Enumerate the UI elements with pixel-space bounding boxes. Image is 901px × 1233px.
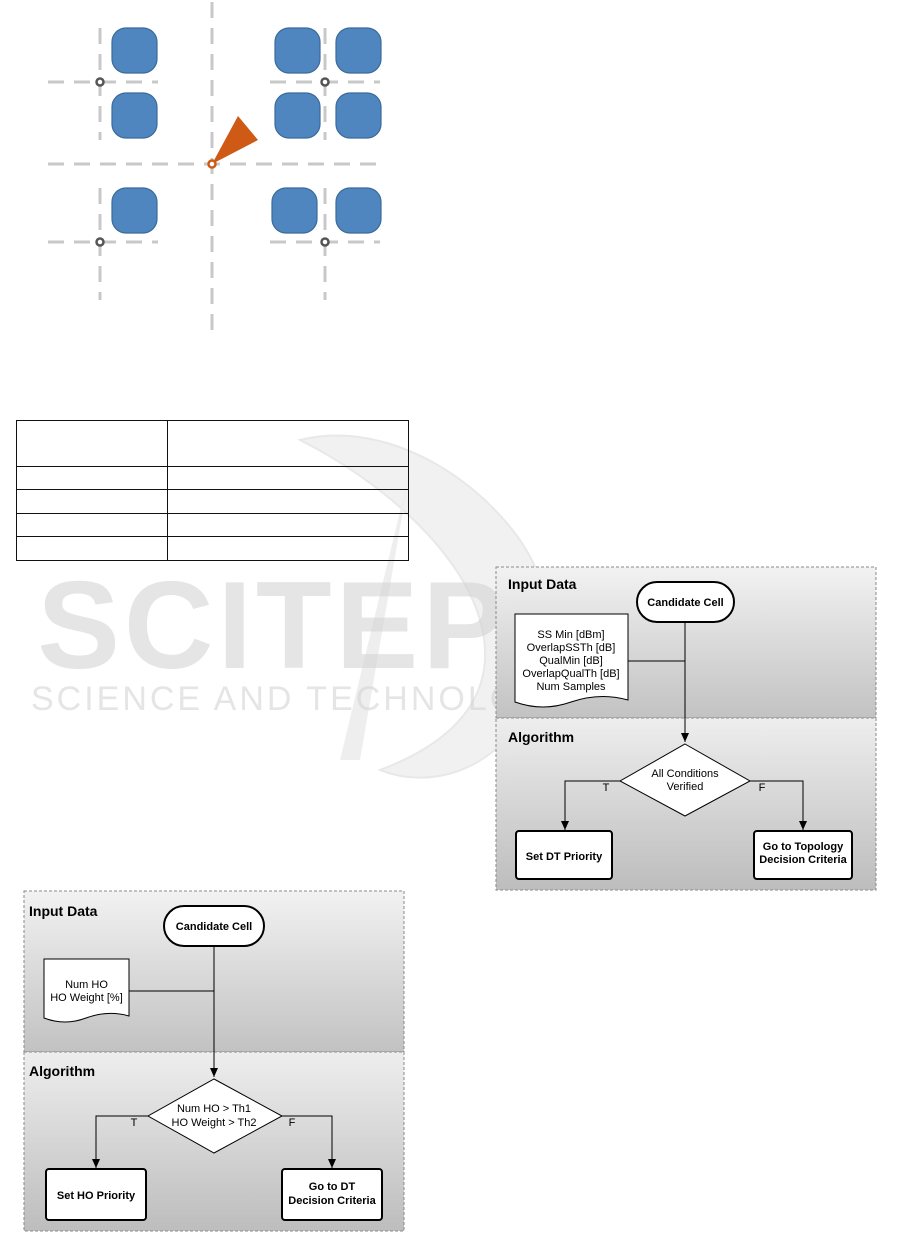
antenna-node-icon: [207, 159, 217, 169]
grid-node-icon: [320, 77, 330, 87]
dt-input-item: QualMin [dB]: [539, 655, 603, 667]
dt-false-connector: [750, 780, 807, 830]
grid-node-icon: [95, 77, 105, 87]
table-cell: [16, 512, 168, 538]
table-cell: [167, 489, 409, 514]
cell-block-icon: [274, 92, 321, 139]
cell-block-icon: [274, 27, 321, 74]
ho-start-label: Candidate Cell: [176, 921, 252, 933]
table-row: [16, 489, 409, 514]
table-row: [16, 512, 409, 538]
cell-block-icon: [111, 92, 158, 139]
dt-document-icon: [514, 613, 629, 708]
ho-input-item: Num HO: [65, 979, 108, 991]
ho-true-label: T: [131, 1117, 138, 1129]
ho-decision-line: HO Weight > Th2: [172, 1117, 257, 1129]
grid-nodes: [95, 77, 330, 247]
parameter-table: [16, 420, 409, 561]
table-cell: [16, 536, 168, 561]
ho-true-connector: [92, 1115, 148, 1168]
antenna-sector-icon: [212, 116, 258, 164]
cell-block-icon: [111, 187, 158, 234]
dt-false-action-box: [753, 830, 853, 880]
ho-false-action-line: Decision Criteria: [288, 1195, 376, 1207]
dt-algorithm-section-title: Algorithm: [508, 729, 574, 745]
table-cell: [16, 420, 168, 467]
dt-input-item: OverlapQualTh [dB]: [522, 668, 619, 680]
dt-true-connector: [561, 780, 620, 830]
ho-false-action-line: Go to DT: [309, 1181, 356, 1193]
table-cell: [167, 420, 409, 467]
dt-input-item: Num Samples: [536, 681, 606, 693]
dt-decision-diamond-shape: [618, 743, 752, 817]
watermark-shield-icon: [297, 434, 551, 779]
cell-block-icon: [335, 92, 382, 139]
table-row: [16, 420, 409, 467]
grid-node-icon: [95, 237, 105, 247]
dt-decision-line: All Conditions: [651, 768, 719, 780]
dt-true-action-label: Set DT Priority: [526, 851, 603, 863]
cell-block-icon: [111, 27, 158, 74]
ho-input-item: HO Weight [%]: [50, 992, 123, 1004]
ho-false-action-box: [281, 1168, 383, 1221]
dt-input-item: SS Min [dBm]: [537, 629, 604, 641]
cell-blocks: [111, 27, 382, 234]
cell-block-icon: [335, 187, 382, 234]
ho-decision-line: Num HO > Th1: [177, 1103, 251, 1115]
dt-false-action-line: Decision Criteria: [759, 854, 847, 866]
flowchart-ho: Input Data Algorithm Candidate Cell Num …: [23, 890, 405, 1232]
ho-decision-diamond-shape: [146, 1078, 284, 1154]
dt-true-label: T: [603, 782, 610, 794]
grid-node-icon: [320, 237, 330, 247]
topology-figure: [48, 2, 382, 332]
cell-block-icon: [335, 27, 382, 74]
ho-true-action-box: [45, 1168, 147, 1221]
dt-true-action-box: [515, 830, 613, 880]
ho-algorithm-section-title: Algorithm: [29, 1063, 95, 1079]
dt-input-item: OverlapSSTh [dB]: [527, 642, 616, 654]
ho-start-terminator-shape: [163, 905, 265, 947]
ho-false-connector: [282, 1115, 336, 1168]
ho-input-section-title: Input Data: [29, 903, 98, 919]
dt-decision-line: Verified: [667, 781, 704, 793]
ho-true-action-label: Set HO Priority: [57, 1190, 136, 1202]
ho-false-label: F: [289, 1117, 296, 1129]
dt-false-action-line: Go to Topology: [763, 841, 844, 853]
dt-start-label: Candidate Cell: [647, 597, 723, 609]
table-row: [16, 536, 409, 561]
cell-block-icon: [271, 187, 318, 234]
flowchart-dt: Input Data Algorithm Candidate Cell SS M…: [495, 566, 877, 891]
table-cell: [167, 465, 409, 491]
ho-document-icon: [43, 958, 130, 1023]
dt-false-label: F: [759, 782, 766, 794]
dt-input-section-title: Input Data: [508, 576, 577, 592]
table-cell: [167, 536, 409, 561]
table-row: [16, 465, 409, 491]
dt-start-terminator-shape: [636, 581, 735, 623]
